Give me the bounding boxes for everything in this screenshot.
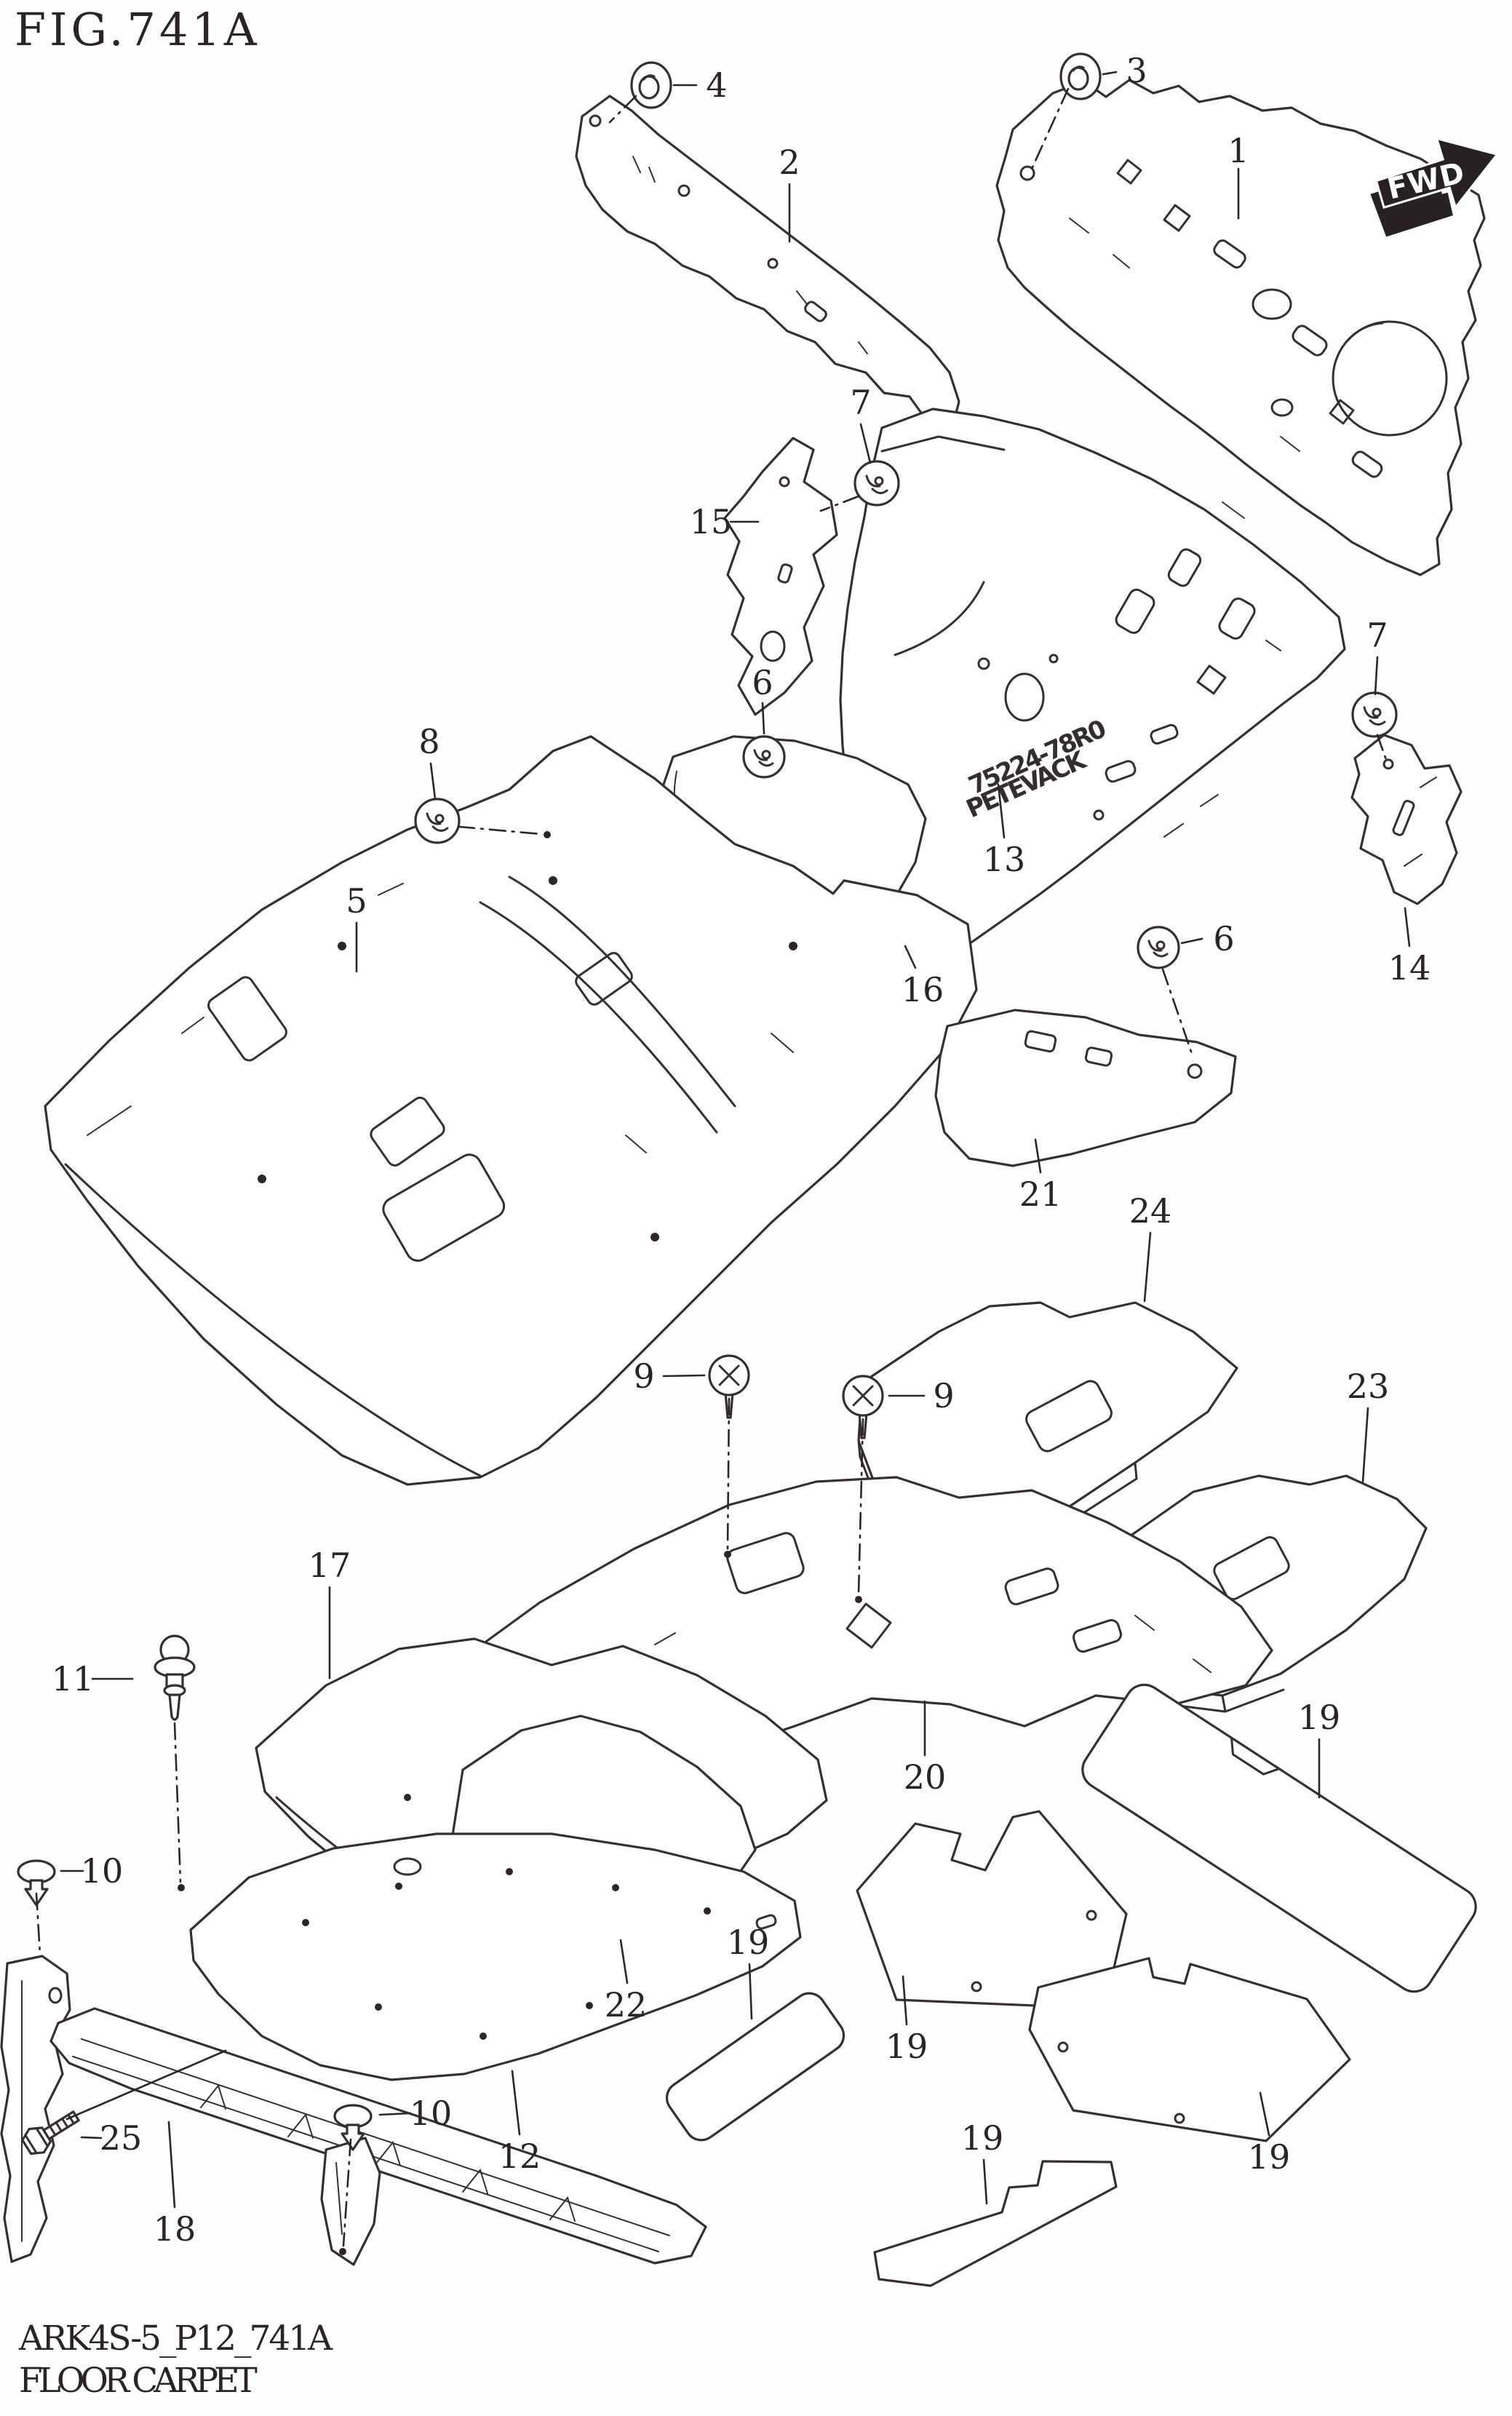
part-callout-10b: 10	[409, 2094, 453, 2133]
part-callout-11: 11	[51, 1659, 95, 1698]
part-callout-18: 18	[153, 2209, 196, 2249]
footer-part-code: ARK4S-5_P12_741A	[19, 2318, 333, 2359]
part-12-luggage-board	[189, 1832, 802, 2081]
part-14-bracket	[1350, 734, 1463, 905]
figure-title: FIG.741A	[15, 3, 260, 56]
part-callout-16: 16	[901, 970, 944, 1009]
part-21-bracket-plate	[934, 1009, 1237, 1167]
part-callout-9b: 9	[933, 1376, 955, 1415]
part-13-dash-silencer: 75224-78R0 PETEVACK	[839, 408, 1346, 956]
clip-4-fastener	[630, 61, 672, 109]
part-callout-15: 15	[689, 502, 733, 541]
part-callout-17: 17	[308, 1546, 351, 1585]
part-callout-7a: 7	[850, 383, 872, 422]
part-callout-25: 25	[99, 2118, 143, 2158]
part-19-mat-long-strip	[1081, 1683, 1477, 1993]
screw-9a-fastener	[708, 1354, 750, 1419]
part-callout-2: 2	[779, 143, 800, 182]
footer-caption: FLOOR CARPET	[19, 2361, 258, 2401]
part-callout-1: 1	[1227, 131, 1249, 170]
part-callout-19c: 19	[885, 2027, 928, 2066]
part-callout-19a: 19	[1297, 1698, 1341, 1737]
part-mud-flap	[320, 2137, 381, 2266]
part-callout-4: 4	[706, 65, 728, 105]
part-callout-24: 24	[1129, 1191, 1172, 1231]
bolt-11-fastener	[154, 1634, 196, 1721]
clip-10b-fastener	[333, 2104, 373, 2151]
part-callout-22: 22	[604, 1985, 648, 2024]
grommet-7b-fastener	[1351, 691, 1398, 738]
part-callout-5: 5	[346, 881, 367, 921]
part-19-mat-rear	[1028, 1957, 1351, 2142]
part-callout-7b: 7	[1366, 616, 1388, 655]
fwd-arrow: FWD	[1370, 137, 1500, 237]
part-callout-6a: 6	[752, 663, 773, 702]
part-callout-19e: 19	[1247, 2137, 1291, 2177]
part-callout-6b: 6	[1213, 919, 1235, 958]
part-18-sill-trim	[0, 1955, 707, 2265]
part-callout-10a: 10	[80, 1851, 124, 1891]
part-callout-8: 8	[418, 722, 440, 761]
part-5-main-carpet	[44, 735, 978, 1486]
part-1-dash-panel	[995, 79, 1486, 576]
part-callout-21: 21	[1019, 1175, 1062, 1214]
part-2-rail	[575, 95, 960, 449]
part-15-bracket	[723, 437, 838, 716]
part-callout-19d: 19	[960, 2118, 1004, 2158]
clip-3-fastener	[1059, 52, 1102, 100]
part-19-mat-step-strip	[873, 2160, 1118, 2287]
part-callout-20: 20	[903, 1757, 947, 1797]
grommet-6a-fastener	[742, 735, 786, 779]
part-callout-14: 14	[1388, 948, 1431, 988]
grommet-6b-fastener	[1137, 926, 1180, 969]
part-callout-3: 3	[1126, 51, 1147, 90]
screw-9b-fastener	[842, 1375, 884, 1439]
part-19-mat-small-strip-left	[665, 1992, 845, 2142]
part-callout-19b: 19	[726, 1923, 770, 1962]
grommet-8-fastener	[414, 798, 461, 844]
part-callout-13: 13	[982, 840, 1026, 879]
part-callout-23: 23	[1346, 1367, 1390, 1406]
leader-lines	[35, 71, 1411, 2255]
grommet-7a-fastener	[854, 460, 900, 506]
part-callout-9a: 9	[633, 1356, 655, 1396]
part-callout-12: 12	[498, 2137, 541, 2176]
